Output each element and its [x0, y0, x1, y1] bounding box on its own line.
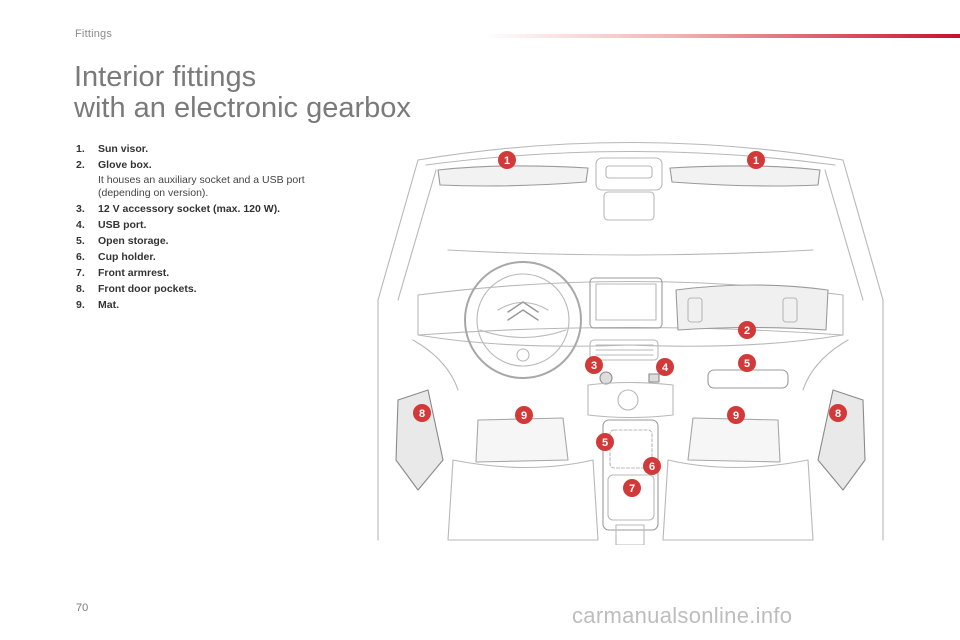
- section-title: Fittings: [75, 28, 113, 40]
- callout-1-right: 1: [747, 151, 765, 169]
- svg-text:6: 6: [649, 461, 655, 473]
- watermark: carmanualsonline.info: [572, 603, 793, 628]
- callout-8-left: 8: [413, 404, 431, 422]
- glove-box: [675, 284, 829, 331]
- svg-text:1: 1: [753, 155, 759, 167]
- callout-9-left: 9: [515, 406, 533, 424]
- svg-text:1: 1: [504, 155, 510, 167]
- svg-text:8: 8: [419, 408, 425, 420]
- callout-6: 6: [643, 457, 661, 475]
- callout-3: 3: [585, 356, 603, 374]
- page-number: 70: [76, 602, 89, 614]
- legend-item-3: 3.12 V accessory socket (max. 120 W).: [76, 203, 281, 215]
- legend-item-6: 6.Cup holder.: [76, 251, 156, 263]
- callout-4: 4: [656, 358, 674, 376]
- svg-text:5: 5: [602, 437, 608, 449]
- callout-8-right: 8: [829, 404, 847, 422]
- legend-item-8: 8.Front door pockets.: [76, 283, 197, 295]
- page-title-line-2: with an electronic gearbox: [74, 92, 411, 124]
- sun-visor-right: [669, 165, 821, 187]
- mat-right: [687, 417, 781, 463]
- callout-2: 2: [738, 321, 756, 339]
- callout-9-right: 9: [727, 406, 745, 424]
- header-rule: [485, 34, 960, 38]
- svg-text:8: 8: [835, 408, 841, 420]
- callout-5-console: 5: [596, 433, 614, 451]
- legend-item-1: 1.Sun visor.: [76, 143, 149, 155]
- car-interior-illustration: 1 1 2 3 4 5 5 6 7 8 8 9: [377, 141, 884, 545]
- callout-5-glovebox: 5: [738, 354, 756, 372]
- svg-text:9: 9: [733, 410, 739, 422]
- svg-text:7: 7: [629, 483, 635, 495]
- svg-text:2: 2: [744, 325, 750, 337]
- sun-visor-left: [437, 165, 589, 187]
- callout-1-left: 1: [498, 151, 516, 169]
- legend-item-4: 4.USB port.: [76, 219, 147, 231]
- callout-7: 7: [623, 479, 641, 497]
- legend-item-9: 9.Mat.: [76, 299, 119, 311]
- page-title-line-1: Interior fittings: [74, 61, 257, 93]
- svg-text:4: 4: [662, 362, 669, 374]
- legend-item-7: 7.Front armrest.: [76, 267, 170, 279]
- door-pocket-left: [395, 389, 444, 491]
- legend-item-2: 2.Glove box.It houses an auxiliary socke…: [76, 159, 346, 200]
- svg-text:5: 5: [744, 358, 750, 370]
- mat-left: [475, 417, 569, 463]
- legend-note-2: It houses an auxiliary socket and a USB …: [98, 174, 305, 199]
- svg-text:3: 3: [591, 360, 597, 372]
- legend-item-5: 5.Open storage.: [76, 235, 169, 247]
- page-title: Interior fittings with an electronic gea…: [74, 62, 411, 124]
- fittings-legend: 1.Sun visor. 2.Glove box.It houses an au…: [76, 143, 346, 315]
- svg-text:9: 9: [521, 410, 527, 422]
